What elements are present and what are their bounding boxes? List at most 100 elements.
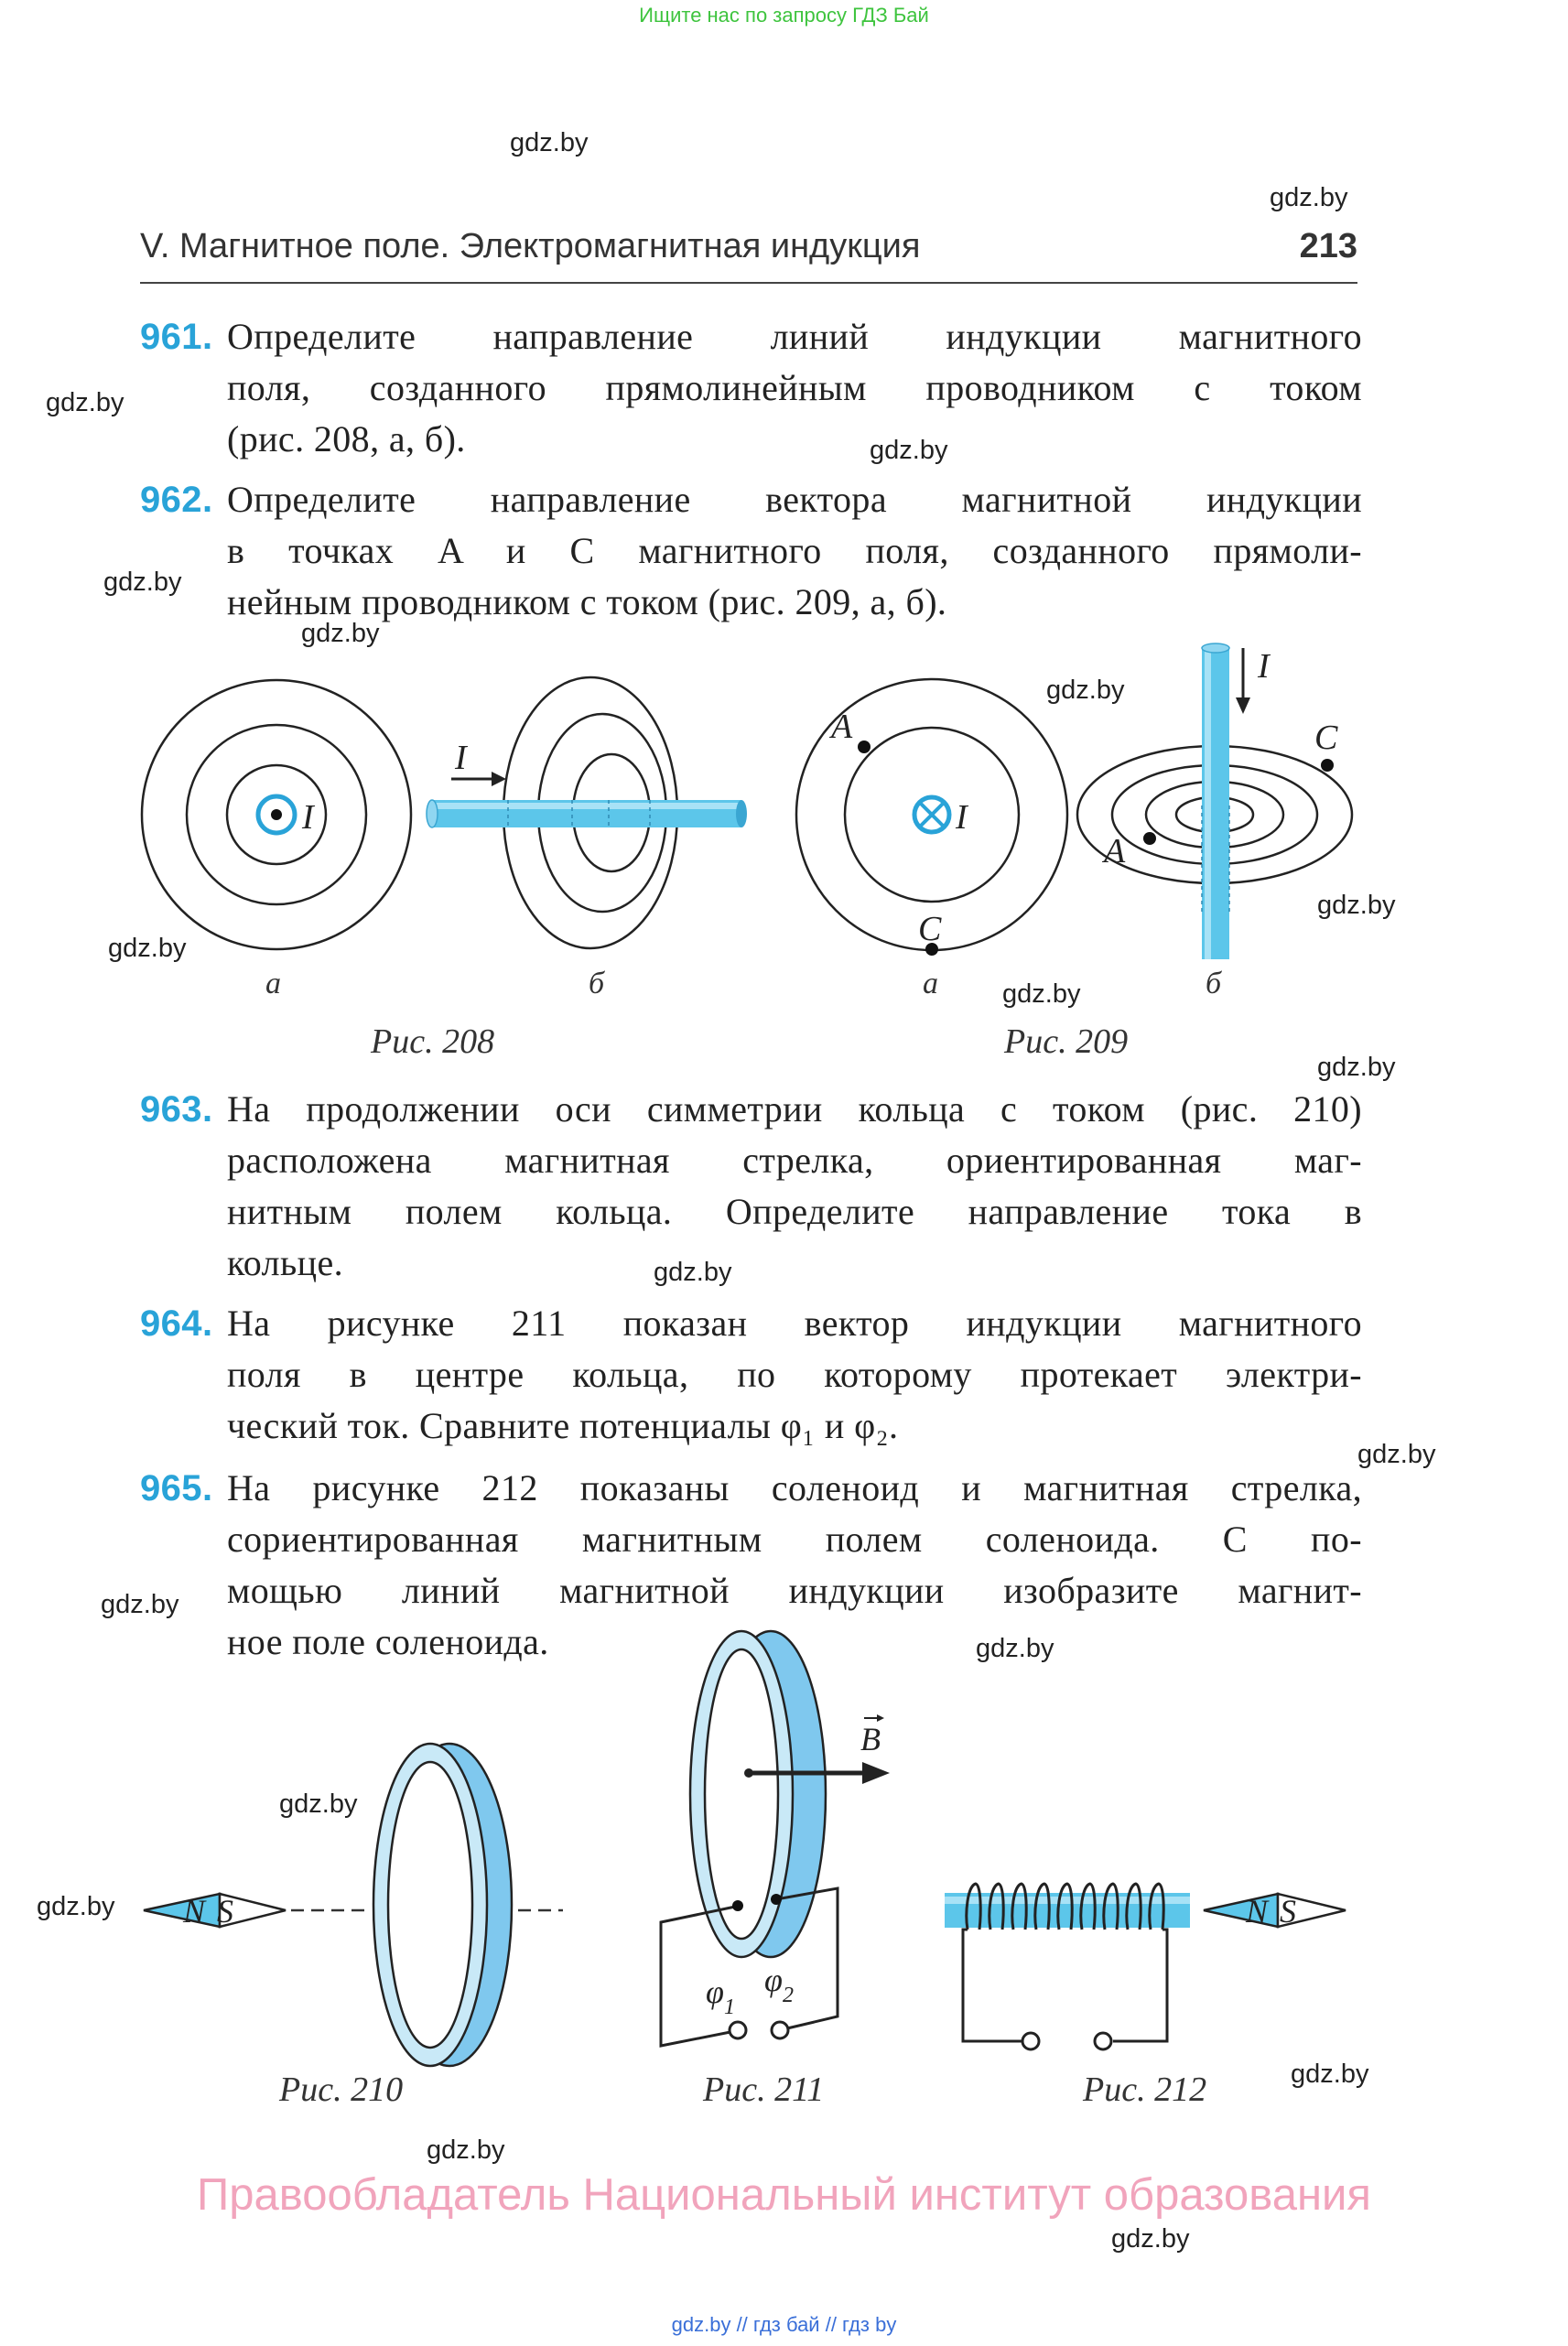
problem-line: На рисунке 211 показан вектор индукции м… [227, 1303, 1362, 1344]
fig212-south-label: S [1280, 1893, 1296, 1930]
fig209-sub-b: б [1206, 967, 1223, 1000]
current-in-icon [912, 795, 952, 835]
problem-number: 965. [140, 1468, 213, 1508]
fig208b-current-label: I [454, 739, 469, 777]
fig209b-point-c: C [1314, 719, 1338, 757]
problem-line: расположена магнитная стрелка, ориентиро… [227, 1140, 1362, 1181]
chapter-title: V. Магнитное поле. Электромагнитная инду… [140, 227, 921, 265]
top-banner[interactable]: Ищите нас по запросу ГДЗ Бай [639, 4, 929, 27]
vector-arrow-mark-icon [864, 1714, 884, 1722]
problem-line: Определите направление вектора магнитной… [227, 479, 1362, 520]
problem-line: нитным полем кольца. Определите направле… [227, 1191, 1362, 1232]
terminal-1-icon [728, 2020, 748, 2040]
problem-line: сориентированная магнитным полем соленои… [227, 1519, 1362, 1560]
fig212-caption: Рис. 212 [1082, 2070, 1206, 2109]
problem-line: ческий ток. Сравните потенциалы φ₁ и φ₂. [227, 1405, 899, 1446]
watermark: gdz.by [279, 1789, 358, 1819]
fig211-contact [732, 1900, 743, 1911]
fig210-south-label: S [217, 1893, 233, 1930]
problem-number: 964. [140, 1303, 213, 1344]
problem-number: 963. [140, 1089, 213, 1130]
fig212-solenoid-coil [965, 1882, 1165, 1930]
problem-line: На рисунке 212 показаны соленоид и магни… [227, 1467, 1362, 1508]
point-c-marker [925, 943, 938, 956]
watermark: gdz.by [1002, 979, 1081, 1009]
current-out-icon [255, 794, 297, 836]
fig210-north-label: N [182, 1893, 207, 1930]
watermark: gdz.by [301, 619, 380, 648]
watermark: gdz.by [654, 1258, 732, 1287]
fig211-phi2-sub: 2 [783, 1984, 794, 2007]
fig209a-current-label: I [955, 798, 969, 837]
fig212-compass-needle [1203, 1892, 1346, 1929]
watermark: gdz.by [1046, 676, 1125, 705]
watermark: gdz.by [37, 1892, 115, 1921]
problem-line: ное поле соленоида. [227, 1621, 549, 1662]
problem-965: 965. На рисунке 212 показаны соленоид и … [140, 1463, 1362, 1668]
fig209b-current-label: I [1257, 647, 1271, 686]
fig209a-point-c: C [918, 910, 942, 948]
watermark: gdz.by [976, 1634, 1054, 1663]
fig209b-conductor-rod [1201, 643, 1230, 959]
watermark: gdz.by [103, 568, 182, 597]
problem-number: 961. [140, 317, 213, 357]
watermark: gdz.by [870, 436, 948, 465]
watermark: gdz.by [1270, 183, 1348, 212]
fig211-vector-label: B [860, 1721, 881, 1757]
fig208-caption: Рис. 208 [370, 1022, 494, 1061]
problem-line: На продолжении оси симметрии кольца с то… [227, 1088, 1362, 1130]
problem-line: кольце. [227, 1242, 344, 1283]
problem-line: нейным проводником с током (рис. 209, а,… [227, 581, 947, 622]
fig209a-point-a: A [828, 708, 853, 746]
watermark: gdz.by [427, 2135, 505, 2165]
magnetic-field-vector-icon [744, 1762, 890, 1784]
problem-line: поля в центре кольца, по которому протек… [227, 1354, 1362, 1395]
fig211-phi1-sub: 1 [724, 1995, 735, 2019]
problem-line: (рис. 208, а, б). [227, 418, 466, 459]
terminal-2-icon [770, 2020, 790, 2040]
problem-line: мощью линий магнитной индукции изобразит… [227, 1570, 1362, 1611]
fig210-ring [372, 1742, 514, 2068]
problem-962: 962. Определите направление вектора магн… [140, 474, 1362, 628]
fig211-contact [771, 1894, 782, 1905]
problem-line: Определите направление линий индукции ма… [227, 316, 1362, 357]
problem-964: 964. На рисунке 211 показан вектор индук… [140, 1298, 1362, 1452]
fig210-caption: Рис. 210 [278, 2070, 403, 2109]
fig209-sub-a: а [923, 967, 938, 1000]
figures-208-209: I а I б Рис. 208 I A C а [140, 643, 1354, 1061]
watermark: gdz.by [101, 1590, 179, 1619]
watermark: gdz.by [108, 934, 187, 963]
problem-number: 962. [140, 480, 213, 520]
point-a-marker [858, 741, 871, 753]
problem-961: 961. Определите направление линий индукц… [140, 311, 1362, 465]
page-header: V. Магнитное поле. Электромагнитная инду… [140, 227, 1357, 284]
fig208-sub-a: а [265, 967, 281, 1000]
fig212-north-label: N [1245, 1893, 1270, 1930]
fig208a-current-label: I [301, 798, 316, 837]
current-down-arrow-icon [1236, 648, 1250, 714]
fig209-caption: Рис. 209 [1003, 1022, 1128, 1061]
fig209b-point-a: A [1101, 832, 1126, 870]
fig211-circuit-wire [659, 1887, 839, 2048]
watermark: gdz.by [1317, 891, 1396, 920]
watermark: gdz.by [1291, 2060, 1369, 2089]
fig210-compass-needle [143, 1892, 287, 1929]
fig208-sub-b: б [589, 967, 606, 1000]
watermark: gdz.by [510, 128, 589, 157]
fig211-phi1: φ [706, 1973, 724, 2010]
rights-notice: Правообладатель Национальный институт об… [197, 2170, 1371, 2220]
fig208a-field-lines [140, 678, 413, 951]
footer-links[interactable]: gdz.by // гдз бай // гдз by [671, 2313, 897, 2336]
terminal-2-icon [1093, 2031, 1113, 2051]
page-number: 213 [1299, 227, 1357, 265]
problem-963: 963. На продолжении оси симметрии кольца… [140, 1084, 1362, 1289]
problem-line: в точках A и C магнитного поля, созданно… [227, 530, 1362, 571]
figures-210-212: N S Рис. 210 φ 1 φ 2 B Рис. 211 [143, 1629, 1346, 2109]
fig211-phi2: φ [764, 1962, 783, 1998]
terminal-1-icon [1021, 2031, 1041, 2051]
point-a-marker [1143, 832, 1156, 845]
watermark: gdz.by [1111, 2224, 1190, 2254]
point-c-marker [1321, 759, 1334, 772]
problem-line: поля, созданного прямолинейным проводник… [227, 367, 1362, 408]
watermark: gdz.by [46, 388, 124, 417]
